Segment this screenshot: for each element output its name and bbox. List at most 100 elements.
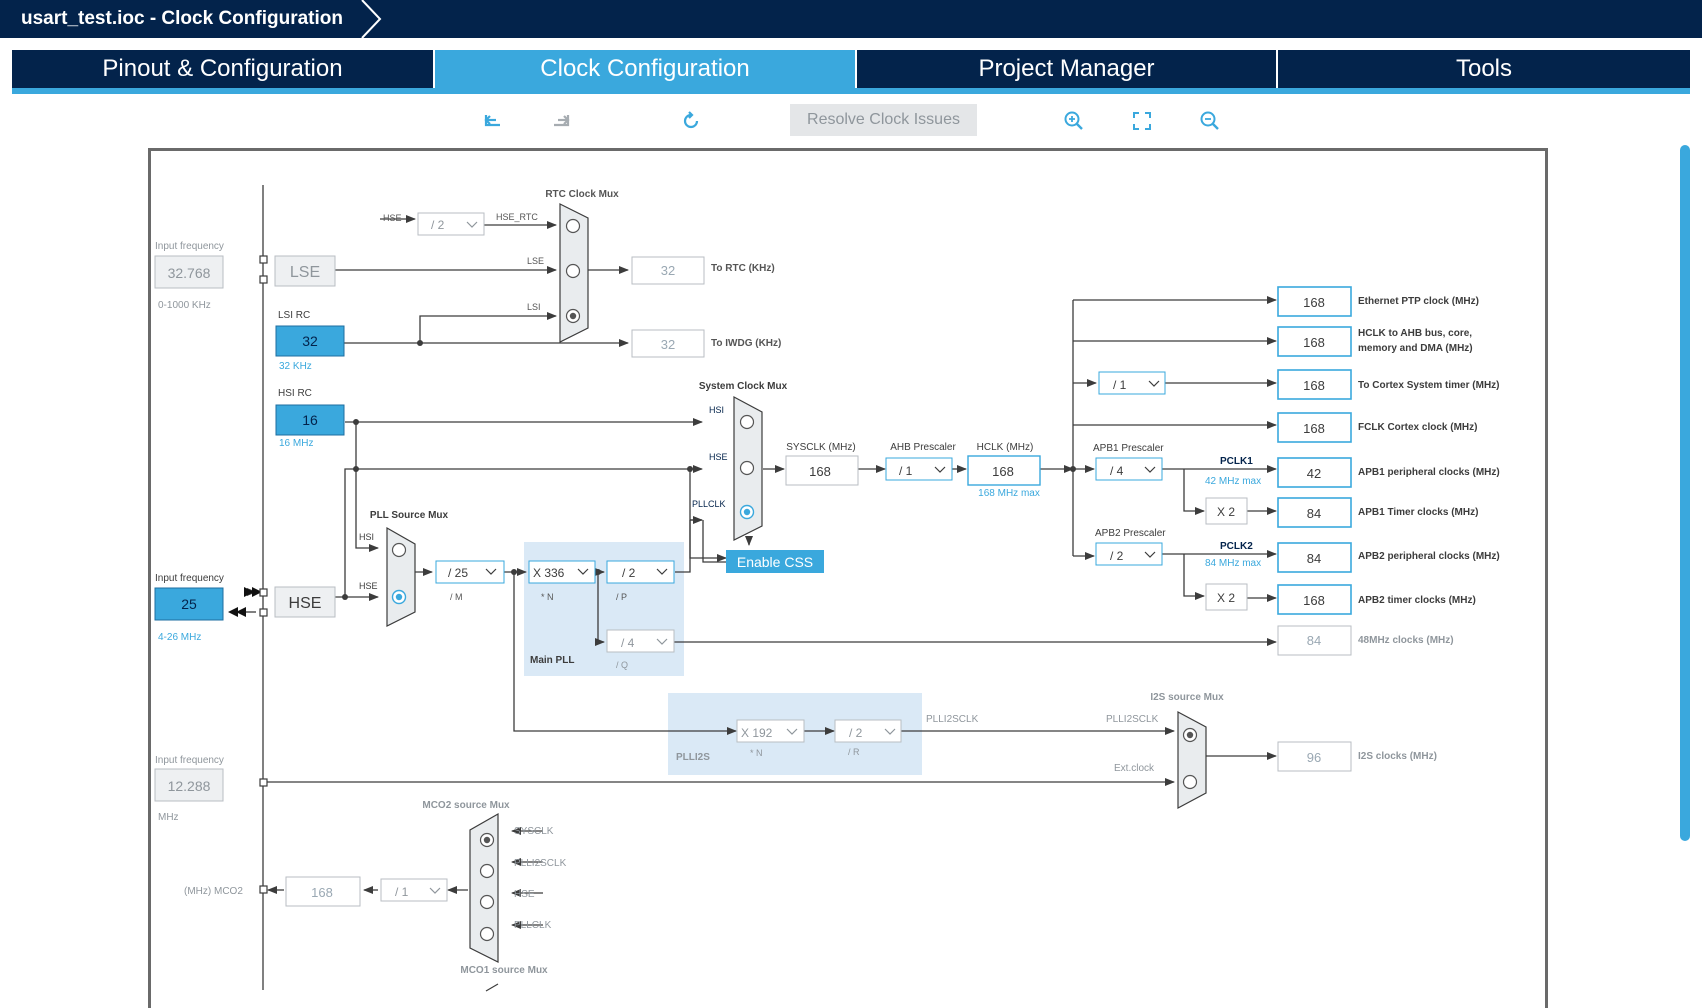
tab-project-manager[interactable]: Project Manager: [857, 50, 1276, 88]
rtc-hse-divider-select[interactable]: [417, 212, 485, 236]
cortex-timer-output-box[interactable]: [1277, 369, 1352, 400]
hse-source-label: HSE: [289, 595, 322, 612]
undo-icon: [484, 115, 500, 127]
to-iwdg-value-box: [631, 329, 705, 358]
mco2-pllclk-label: PLLCLK: [514, 920, 552, 931]
apb2-timer-multiplier-value: X 2: [1217, 591, 1235, 605]
mco2-plli2sclk-radio[interactable]: [479, 863, 495, 879]
sys-mux-hse-radio[interactable]: [739, 460, 755, 476]
i2s-mux-ext-radio[interactable]: [1182, 774, 1198, 790]
to-iwdg-value: 32: [661, 337, 675, 352]
mco2-divider-select[interactable]: [380, 878, 448, 902]
zoom-in-button[interactable]: [1058, 106, 1088, 136]
zoom-out-icon: [1200, 111, 1219, 130]
i2s-mux-plli2sclk-label: PLLI2SCLK: [1106, 714, 1159, 725]
chevron-down-icon: [1144, 466, 1156, 473]
enable-css-label: Enable CSS: [737, 554, 813, 570]
mco2-source-mux: [469, 812, 499, 963]
tab-tools[interactable]: Tools: [1278, 50, 1690, 88]
rtc-mux-lse-radio[interactable]: [565, 263, 581, 279]
rtc-hse-divider-value: / 2: [431, 218, 445, 232]
apb2-timer-output-label: APB2 timer clocks (MHz): [1358, 595, 1476, 606]
apb1-max: 42 MHz max: [1205, 476, 1261, 487]
apb1-peripheral-output-box[interactable]: [1277, 457, 1352, 488]
lsi-freq: 32 KHz: [279, 361, 312, 372]
to-rtc-label: To RTC (KHz): [711, 263, 775, 274]
ahb-prescaler-label: AHB Prescaler: [890, 442, 956, 453]
pll-source-mux: [386, 526, 416, 627]
cortex-timer-output-label: To Cortex System timer (MHz): [1358, 380, 1500, 391]
ahb-prescaler-value: / 1: [899, 464, 913, 478]
sysclk-value-box[interactable]: [785, 455, 859, 486]
ethernet-ptp-output-label: Ethernet PTP clock (MHz): [1358, 296, 1479, 307]
lse-input-field[interactable]: [154, 255, 224, 289]
apb2-timer-multiplier: [1205, 583, 1248, 611]
apb1-timer-output-box[interactable]: [1277, 497, 1352, 528]
pll-source-hse-label: HSE: [359, 581, 378, 591]
hclk-ahb-output-label-line2: memory and DMA (MHz): [1358, 343, 1473, 354]
pll-source-mux-title: PLL Source Mux: [370, 510, 449, 521]
usb-48mhz-output-value: 84: [1307, 633, 1321, 648]
mco2-sysclk-label: SYSCLK: [514, 826, 554, 837]
cortex-divider-select[interactable]: [1098, 371, 1166, 395]
rtc-mux-hse-radio[interactable]: [565, 218, 581, 234]
sys-mux-hsi-radio[interactable]: [739, 414, 755, 430]
ahb-prescaler-select[interactable]: [885, 457, 953, 481]
i2s-mux-ext-label: Ext.clock: [1114, 763, 1155, 774]
redo-button[interactable]: [546, 106, 576, 136]
apb1-prescaler-select[interactable]: [1095, 457, 1163, 481]
plli2s-n-multiplier-select[interactable]: [736, 719, 805, 743]
hclk-value-box[interactable]: [967, 455, 1041, 486]
mco2-hse-radio[interactable]: [479, 894, 495, 910]
hsi-label: HSI RC: [278, 388, 312, 399]
hse-input-field[interactable]: [154, 587, 224, 621]
i2s-source-mux: [1177, 710, 1207, 810]
rtc-lse-label: LSE: [527, 256, 544, 266]
i2s-output-label: I2S clocks (MHz): [1358, 751, 1437, 762]
pll-source-hsi-radio[interactable]: [391, 542, 407, 558]
apb2-peripheral-output-box[interactable]: [1277, 542, 1352, 573]
enable-css-button[interactable]: [726, 550, 824, 573]
tab-clock-configuration[interactable]: Clock Configuration: [435, 50, 855, 88]
i2s-input-field[interactable]: [154, 768, 224, 802]
mco2-pllclk-radio[interactable]: [479, 926, 495, 942]
fit-screen-button[interactable]: [1127, 106, 1157, 136]
reset-button[interactable]: [676, 106, 706, 136]
zoom-out-button[interactable]: [1194, 106, 1224, 136]
tab-underline: [12, 88, 1690, 94]
apb1-timer-output-label: APB1 Timer clocks (MHz): [1358, 507, 1478, 518]
hclk-value: 168: [992, 464, 1014, 479]
cortex-divider-value: / 1: [1113, 378, 1127, 392]
pll-p-divider-select[interactable]: [606, 560, 675, 584]
pll-n-multiplier-select[interactable]: [528, 560, 596, 584]
lse-input-value: 32.768: [168, 265, 211, 281]
i2s-output-box[interactable]: [1277, 741, 1352, 772]
i2s-input-value: 12.288: [168, 778, 211, 794]
pll-q-divider-select[interactable]: [606, 629, 675, 653]
apb2-timer-output-box[interactable]: [1277, 584, 1352, 615]
undo-button[interactable]: [478, 106, 508, 136]
ethernet-ptp-output-box[interactable]: [1277, 286, 1352, 317]
mco2-output-box[interactable]: [285, 876, 361, 907]
pll-m-divider-select[interactable]: [435, 560, 505, 584]
sys-mux-hsi-label: HSI: [709, 405, 724, 415]
apb2-prescaler-select[interactable]: [1095, 542, 1163, 566]
tab-pinout-configuration[interactable]: Pinout & Configuration: [12, 50, 433, 88]
chevron-down-icon: [429, 887, 441, 894]
plli2s-r-divider-select[interactable]: [834, 719, 902, 743]
mco1-source-mux-edge: [485, 983, 499, 992]
apb2-peripheral-output-value: 84: [1307, 551, 1321, 566]
fclk-output-box[interactable]: [1277, 412, 1352, 443]
pll-p-label: / P: [616, 592, 627, 602]
hclk-ahb-output-box[interactable]: [1277, 326, 1352, 357]
usb-48mhz-output-box[interactable]: [1277, 625, 1352, 656]
hclk-max: 168 MHz max: [978, 488, 1040, 499]
pll-q-label: / Q: [616, 660, 628, 670]
apb1-prescaler-label: APB1 Prescaler: [1093, 443, 1164, 454]
vertical-scrollbar[interactable]: [1680, 145, 1690, 841]
mco2-output-value: 168: [311, 885, 333, 900]
to-rtc-value: 32: [661, 263, 675, 278]
hse-input-caption: Input frequency: [155, 573, 224, 584]
resolve-clock-issues-button[interactable]: Resolve Clock Issues: [790, 104, 977, 136]
mco2-sysclk-radio-dot: [483, 836, 491, 844]
